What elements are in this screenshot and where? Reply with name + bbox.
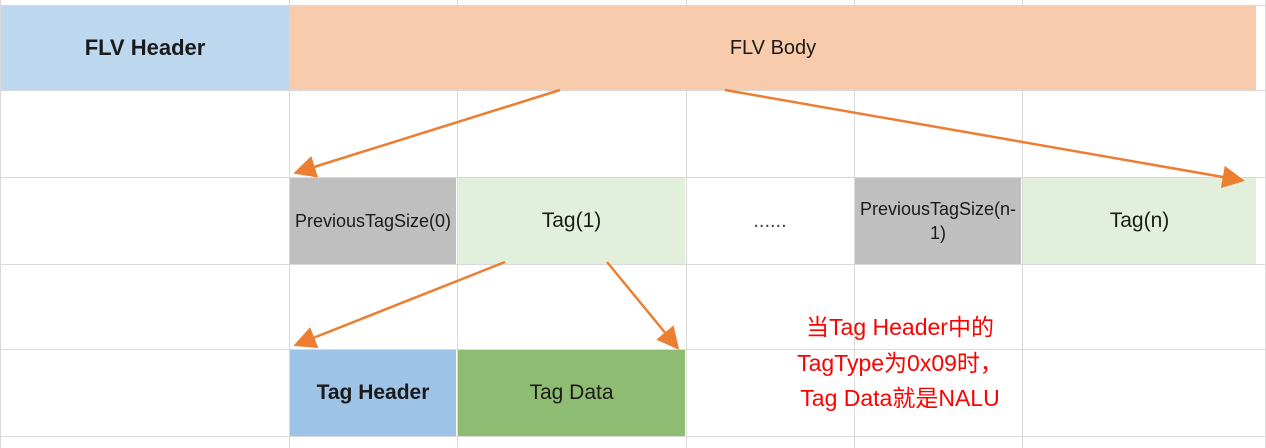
block-tag-1: Tag(1)	[458, 178, 685, 264]
arrow-tag1-to-tagheader	[293, 260, 506, 349]
block-tag-data: Tag Data	[458, 350, 685, 436]
block-flv-header: FLV Header	[1, 6, 289, 90]
gridline-vertical	[1022, 0, 1023, 448]
gridline-horizontal	[0, 436, 1266, 437]
arrow-flvbody-to-tagn	[724, 88, 1245, 189]
gridline-horizontal	[0, 349, 1266, 350]
gridline-horizontal	[0, 264, 1266, 265]
block-ellipsis: ......	[753, 209, 787, 232]
block-tag-header: Tag Header	[290, 350, 456, 436]
gridline-vertical	[289, 0, 290, 448]
gridline-horizontal	[0, 177, 1266, 178]
block-flv-body: FLV Body	[290, 6, 1256, 90]
arrow-tag1-to-tagdata	[606, 261, 680, 350]
gridline-vertical	[0, 0, 1, 448]
gridline-vertical	[686, 0, 687, 448]
annotation-note: 当Tag Header中的 TagType为0x09时， Tag Data就是N…	[797, 314, 1003, 412]
gridline-vertical	[854, 0, 855, 448]
block-tag-n: Tag(n)	[1023, 178, 1256, 264]
gridline-vertical	[457, 0, 458, 448]
gridline-horizontal	[0, 90, 1266, 91]
arrow-flvbody-to-prevtagsize0	[293, 88, 561, 178]
gridline-horizontal	[0, 5, 1266, 6]
block-previous-tag-size-0: PreviousTagSize(0)	[290, 178, 456, 264]
block-previous-tag-size-n-1: PreviousTagSize(n-1)	[855, 178, 1021, 264]
